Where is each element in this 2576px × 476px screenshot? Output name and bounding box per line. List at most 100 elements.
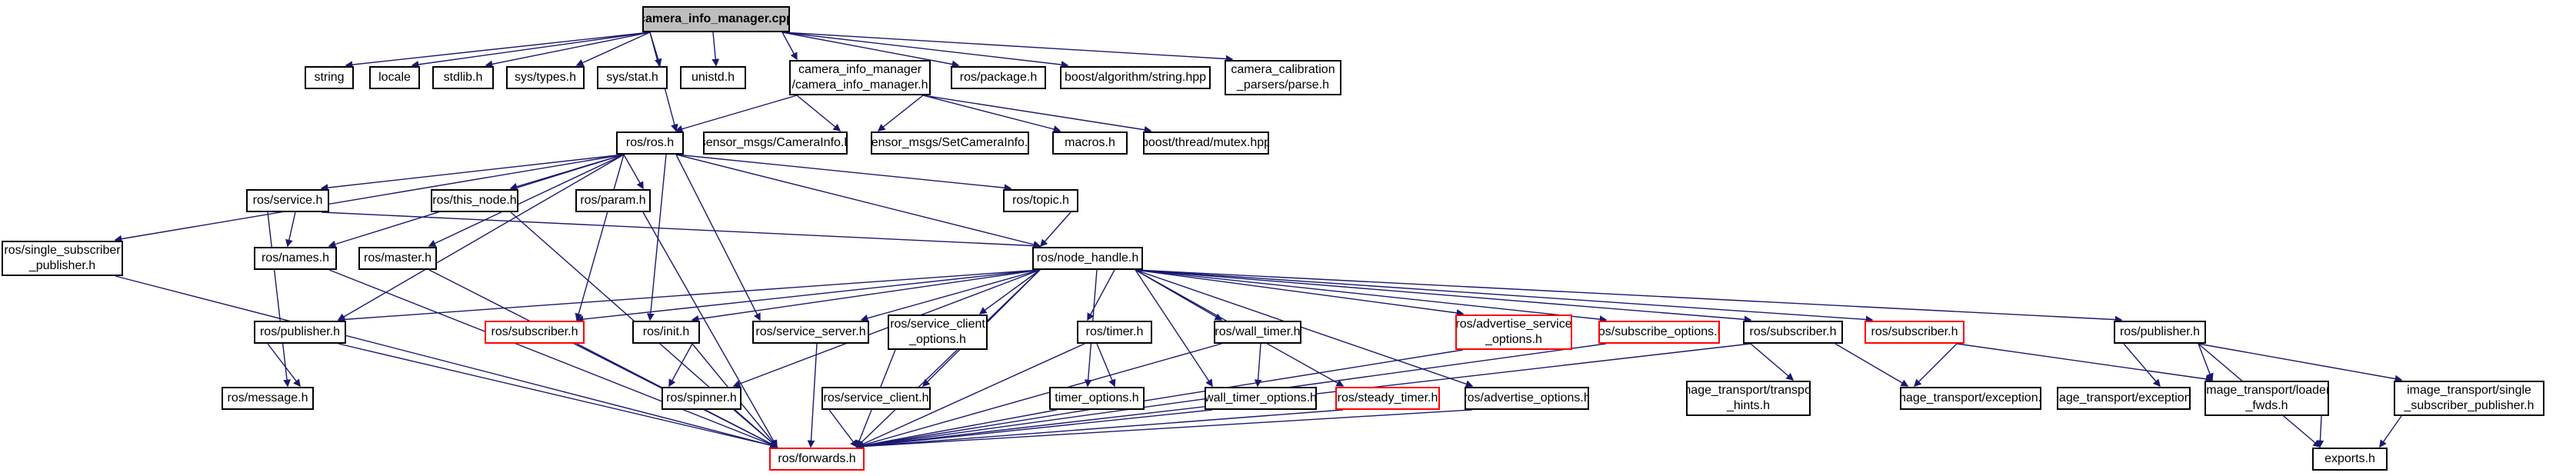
graph-node-topic[interactable]: ros/topic.h [1003, 189, 1078, 212]
include-edge-main-to-cim [781, 32, 798, 61]
include-edge-main-to-ccp_parse [781, 32, 1234, 63]
graph-node-service[interactable]: ros/service.h [246, 189, 329, 212]
include-edge-steady_timer-to-forwards [855, 409, 1344, 451]
include-edge-it_ssp-to-exports [2379, 415, 2402, 448]
include-edge-wall_timer-to-forwards [855, 343, 1222, 449]
graph-node-forwards[interactable]: ros/forwards.h [769, 448, 865, 471]
graph-node-locale[interactable]: locale [369, 66, 420, 89]
graph-node-sub_options[interactable]: ros/subscribe_options.h [1598, 321, 1720, 344]
include-edge-node_handle-to-subscriber_l [575, 269, 1041, 323]
graph-node-subscriber_r[interactable]: ros/subscriber.h [1865, 321, 1964, 344]
graph-node-ros[interactable]: ros/ros.h [616, 131, 684, 155]
include-edge-ros-to-service_server [675, 154, 761, 321]
include-edge-service_client-to-forwards [828, 409, 858, 448]
include-edge-names-to-forwards [328, 269, 778, 448]
include-edge-node_handle-to-subscriber_r [1135, 269, 1874, 324]
graph-node-message[interactable]: ros/message.h [222, 387, 314, 410]
graph-node-publisher_l[interactable]: ros/publisher.h [254, 321, 346, 344]
graph-node-stdlib[interactable]: stdlib.h [432, 66, 494, 89]
graph-node-boost_mutex[interactable]: boost/thread/mutex.hpp [1143, 131, 1269, 155]
graph-node-subscriber_m[interactable]: ros/subscriber.h [1743, 321, 1843, 344]
graph-node-sc_options[interactable]: ros/service_client _options.h [888, 315, 988, 350]
graph-node-service_client[interactable]: ros/service_client.h [821, 387, 931, 410]
graph-node-it_ssp[interactable]: image_transport/single _subscriber_publi… [2394, 381, 2544, 416]
include-edge-param-to-forwards [642, 211, 778, 448]
include-edge-timer-to-forwards [855, 343, 1085, 448]
graph-node-ccp_parse[interactable]: camera_calibration _parsers/parse.h [1225, 60, 1341, 95]
include-edge-node_handle-to-timer [1087, 269, 1115, 321]
include-edge-publisher_l-to-forwards [338, 343, 778, 449]
graph-node-timer[interactable]: ros/timer.h [1077, 321, 1152, 344]
include-edge-timer_options-to-forwards [855, 409, 1058, 450]
graph-node-string[interactable]: string [305, 66, 354, 89]
include-edge-ros-to-init [646, 154, 667, 321]
graph-node-subscriber_l[interactable]: ros/subscriber.h [485, 321, 585, 344]
include-edge-node_handle-to-wt_options [1135, 269, 1213, 388]
graph-node-timer_options[interactable]: timer_options.h [1049, 387, 1145, 410]
include-edge-cim-to-macros [922, 95, 1061, 133]
graph-node-exports[interactable]: exports.h [2312, 448, 2388, 471]
graph-node-sys_types[interactable]: sys/types.h [506, 66, 585, 89]
include-edge-node_handle-to-adv_options [1135, 269, 1474, 388]
include-edge-wt_options-to-forwards [855, 409, 1213, 451]
include-edge-subscriber_r-to-it_loader [1956, 343, 2214, 383]
include-edge-ros-to-master [428, 154, 625, 247]
graph-node-steady_timer[interactable]: ros/steady_timer.h [1335, 387, 1440, 410]
include-edge-ros-to-service [320, 154, 625, 191]
graph-node-it_hints[interactable]: image_transport/transport _hints.h [1686, 381, 1811, 416]
include-edge-subscriber_r-to-it_exc1 [1913, 343, 1958, 388]
include-edge-spinner-to-forwards [733, 409, 778, 448]
include-edge-service-to-message [267, 211, 291, 388]
graph-node-wall_timer[interactable]: ros/wall_timer.h [1214, 321, 1301, 344]
include-edge-service-to-names [285, 211, 296, 248]
include-edge-adv_options-to-forwards [855, 409, 1473, 451]
include-edge-wall_timer-to-wt_options [1254, 343, 1262, 388]
include-edge-node_handle-to-subscriber_m [1135, 269, 1752, 324]
include-edge-cim-to-sm_sci [877, 95, 924, 131]
include-edge-main-to-boost_string [781, 32, 1069, 68]
graph-node-main: camera_info_manager.cpp [642, 6, 790, 32]
graph-node-sm_sci[interactable]: sensor_msgs/SetCameraInfo.h [871, 131, 1029, 155]
graph-node-macros[interactable]: macros.h [1052, 131, 1128, 155]
graph-node-service_server[interactable]: ros/service_server.h [752, 321, 869, 344]
graph-node-sys_stat[interactable]: sys/stat.h [597, 66, 668, 89]
graph-node-init[interactable]: ros/init.h [632, 321, 700, 344]
graph-node-master[interactable]: ros/master.h [358, 247, 437, 270]
include-edge-main-to-unistd [711, 32, 720, 67]
include-edge-node_handle-to-service_server [860, 269, 1041, 322]
include-edge-publisher_r-to-it_ssp [2198, 343, 2403, 383]
graph-node-publisher_r[interactable]: ros/publisher.h [2114, 321, 2206, 344]
graph-node-package[interactable]: ros/package.h [951, 66, 1046, 89]
include-edge-publisher_r-to-it_exc2 [2123, 343, 2161, 388]
include-edge-as_options-to-forwards [855, 349, 1464, 450]
include-edge-timer-to-timer_options [1096, 343, 1116, 388]
graph-node-ssp[interactable]: ros/single_subscriber _publisher.h [2, 241, 123, 276]
include-edge-cim-to-boost_mutex [922, 95, 1152, 134]
include-edge-service-to-node_handle [321, 211, 1041, 250]
include-edge-node_handle-to-sc_options [978, 269, 1041, 315]
graph-node-it_exc1[interactable]: image_transport/exception.h [1900, 387, 2041, 410]
include-edge-main-to-locale [411, 32, 651, 68]
graph-node-sm_ci[interactable]: sensor_msgs/CameraInfo.h [703, 131, 848, 155]
include-edge-ssp-to-forwards [115, 275, 778, 449]
graph-node-this_node[interactable]: ros/this_node.h [431, 189, 518, 212]
graph-node-spinner[interactable]: ros/spinner.h [661, 387, 741, 410]
graph-node-as_options[interactable]: ros/advertise_service _options.h [1455, 315, 1572, 350]
include-edge-cim-to-sm_ci [796, 95, 841, 131]
include-edge-node_handle-to-as_options [1135, 269, 1465, 317]
graph-node-cim[interactable]: camera_info_manager /camera_info_manager… [789, 60, 931, 95]
graph-node-wt_options[interactable]: wall_timer_options.h [1205, 387, 1317, 410]
graph-node-unistd[interactable]: unistd.h [680, 66, 746, 89]
graph-node-param[interactable]: ros/param.h [575, 189, 651, 212]
graph-node-it_exc2[interactable]: image_transport/exception.h [2057, 387, 2191, 410]
graph-node-adv_options[interactable]: ros/advertise_options.h [1465, 387, 1589, 410]
graph-node-it_loader[interactable]: image_transport/loader _fwds.h [2204, 381, 2329, 416]
graph-node-names[interactable]: ros/names.h [254, 247, 337, 270]
include-edge-topic-to-node_handle [1040, 211, 1071, 248]
include-edge-service_server-to-forwards [807, 343, 818, 448]
graph-node-boost_string[interactable]: boost/algorithm/string.hpp [1060, 66, 1211, 89]
include-edge-main-to-package [781, 32, 960, 68]
include-edge-node_handle-to-forwards [855, 269, 1041, 448]
graph-node-node_handle[interactable]: ros/node_handle.h [1032, 247, 1143, 270]
include-edge-it_loader-to-exports [2316, 415, 2324, 448]
